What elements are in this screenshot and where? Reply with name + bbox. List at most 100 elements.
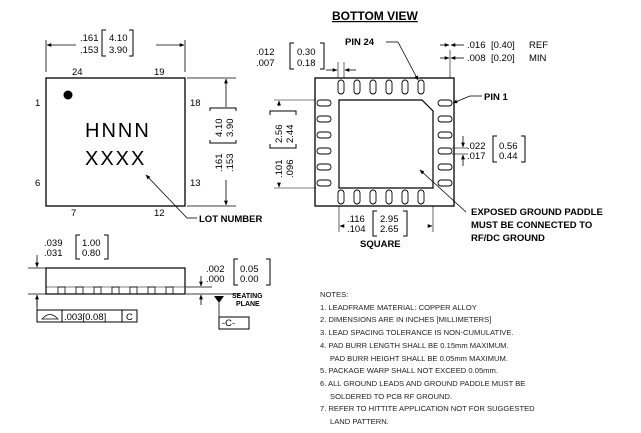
svg-text:.039: .039 bbox=[44, 238, 63, 249]
thickness-dimension: .039 .031 1.00 0.80 bbox=[28, 234, 109, 307]
bottom-view: BOTTOM VIEW bbox=[256, 9, 603, 250]
bottom-view-leads-right bbox=[437, 99, 453, 187]
svg-text:MIN: MIN bbox=[529, 53, 547, 64]
top-pin-7: 7 bbox=[71, 208, 76, 219]
svg-text:.003[0.08]: .003[0.08] bbox=[64, 312, 106, 323]
svg-text:0.05: 0.05 bbox=[240, 264, 259, 275]
svg-text:0.30: 0.30 bbox=[297, 47, 316, 58]
svg-text:2.44: 2.44 bbox=[285, 125, 296, 144]
svg-text:.161: .161 bbox=[214, 154, 225, 173]
marking-line-2: XXXX bbox=[85, 148, 146, 170]
pad-width-dimension: .116 .104 2.95 2.65 SQUARE bbox=[338, 206, 434, 250]
svg-text:.153: .153 bbox=[80, 45, 99, 56]
svg-text:0.18: 0.18 bbox=[297, 58, 316, 69]
top-pin-19: 19 bbox=[154, 67, 165, 78]
svg-text:EXPOSED GROUND PADDLE: EXPOSED GROUND PADDLE bbox=[471, 207, 603, 218]
square-label: SQUARE bbox=[360, 239, 401, 250]
svg-text:.012: .012 bbox=[256, 47, 275, 58]
bottom-view-leads-top bbox=[337, 79, 425, 95]
top-pin-18: 18 bbox=[190, 98, 201, 109]
svg-text:0.80: 0.80 bbox=[82, 248, 101, 259]
svg-text:.101: .101 bbox=[274, 160, 285, 179]
svg-text:.022: .022 bbox=[467, 141, 486, 152]
paddle-callout: EXPOSED GROUND PADDLE MUST BE CONNECTED … bbox=[419, 169, 603, 244]
side-view-leads bbox=[57, 286, 174, 295]
top-pin-1: 1 bbox=[35, 98, 40, 109]
exposed-ground-paddle bbox=[338, 99, 434, 189]
pad-height-dimension: 2.56 2.44 .101 .096 bbox=[269, 99, 316, 189]
svg-text:2.95: 2.95 bbox=[380, 214, 399, 225]
svg-text:C: C bbox=[126, 312, 133, 323]
note-6: 6. ALL GROUND LEADS AND GROUND PADDLE MU… bbox=[320, 378, 526, 388]
bottom-view-package-body bbox=[314, 77, 455, 207]
svg-text:3.90: 3.90 bbox=[109, 45, 128, 56]
top-pin-6: 6 bbox=[35, 178, 40, 189]
svg-text:.161: .161 bbox=[80, 33, 99, 44]
pin1-dot bbox=[63, 90, 73, 100]
svg-text:RF/DC GROUND: RF/DC GROUND bbox=[471, 233, 545, 244]
bottom-view-leads-left bbox=[316, 99, 332, 187]
corner-dimensions: .016 [0.40] REF .008 [0.20] MIN bbox=[440, 40, 548, 78]
svg-text:[0.20]: [0.20] bbox=[491, 53, 515, 64]
top-view-package-body bbox=[45, 77, 186, 207]
bottom-view-leads-bottom bbox=[337, 189, 425, 205]
note-7-cont: LAND PATTERN. bbox=[330, 417, 389, 427]
svg-text:2.56: 2.56 bbox=[274, 125, 285, 144]
side-view: .039 .031 1.00 0.80 .002 .000 0.05 0.00 … bbox=[28, 234, 271, 330]
svg-text:.002: .002 bbox=[206, 264, 225, 275]
svg-text:.017: .017 bbox=[467, 151, 486, 162]
note-1: 1. LEADFRAME MATERIAL: COPPER ALLOY bbox=[320, 302, 477, 312]
datum-c-label: -C- bbox=[222, 318, 235, 329]
svg-text:0.00: 0.00 bbox=[240, 274, 259, 285]
note-6-cont: SOLDERED TO PCB RF GROUND. bbox=[330, 391, 453, 401]
svg-text:.104: .104 bbox=[347, 224, 366, 235]
note-4: 4. PAD BURR LENGTH SHALL BE 0.15mm MAXIM… bbox=[320, 340, 509, 350]
notes-title: NOTES: bbox=[320, 290, 349, 299]
top-height-dimension: 4.10 3.90 .161 .153 bbox=[187, 77, 237, 207]
marking-line-1: HNNN bbox=[85, 120, 151, 142]
svg-text:3.90: 3.90 bbox=[225, 119, 236, 138]
note-3: 3. LEAD SPACING TOLERANCE IS NON-CUMULAT… bbox=[320, 328, 514, 338]
svg-text:PLANE: PLANE bbox=[236, 301, 260, 308]
svg-text:.116: .116 bbox=[347, 214, 365, 225]
top-pin-13: 13 bbox=[190, 178, 201, 189]
svg-text:SEATING: SEATING bbox=[232, 293, 263, 300]
note-4-cont: PAD BURR HEIGHT SHALL BE 0.05mm MAXIMUM. bbox=[330, 353, 508, 363]
standoff-dimension: .002 .000 0.05 0.00 bbox=[186, 258, 271, 305]
pitch-dimension: .022 .017 0.56 0.44 bbox=[452, 135, 526, 166]
svg-text:PIN 24: PIN 24 bbox=[345, 37, 375, 48]
svg-text:PIN 1: PIN 1 bbox=[484, 92, 508, 103]
top-pin-12: 12 bbox=[154, 208, 165, 219]
bottom-view-title: BOTTOM VIEW bbox=[332, 9, 418, 23]
svg-text:.000: .000 bbox=[206, 274, 225, 285]
svg-text:1.00: 1.00 bbox=[82, 238, 101, 249]
top-view: HNNN XXXX 24 19 1 18 6 13 7 12 .161 .153… bbox=[35, 29, 262, 225]
svg-text:REF: REF bbox=[529, 40, 548, 51]
svg-text:0.44: 0.44 bbox=[499, 151, 518, 162]
notes-section: NOTES: 1. LEADFRAME MATERIAL: COPPER ALL… bbox=[320, 289, 630, 429]
svg-text:4.10: 4.10 bbox=[214, 119, 225, 138]
svg-text:.031: .031 bbox=[44, 248, 63, 259]
lot-number-label: LOT NUMBER bbox=[199, 214, 262, 225]
note-7: 7. REFER TO HITTITE APPLICATION NOT FOR … bbox=[320, 404, 535, 414]
svg-text:2.65: 2.65 bbox=[380, 224, 399, 235]
svg-text:[0.40]: [0.40] bbox=[491, 40, 515, 51]
svg-text:.153: .153 bbox=[225, 154, 236, 173]
flatness-tolerance-frame: .003[0.08] C bbox=[36, 300, 138, 323]
lead-width-dimension: .012 .007 0.30 0.18 bbox=[256, 42, 356, 78]
lot-number-callout: LOT NUMBER bbox=[145, 174, 262, 225]
svg-text:.016: .016 bbox=[467, 40, 486, 51]
svg-text:0.56: 0.56 bbox=[499, 141, 518, 152]
top-pin-24: 24 bbox=[72, 67, 83, 78]
top-width-dimension: .161 .153 4.10 3.90 bbox=[45, 29, 186, 72]
svg-text:.007: .007 bbox=[256, 58, 275, 69]
flatness-icon bbox=[41, 314, 59, 320]
note-5: 5. PACKAGE WARP SHALL NOT EXCEED 0.05mm. bbox=[320, 366, 498, 376]
svg-text:.008: .008 bbox=[467, 53, 486, 64]
note-2: 2. DIMENSIONS ARE IN INCHES [MILLIMETERS… bbox=[320, 315, 492, 325]
side-view-body bbox=[45, 267, 186, 295]
svg-text:4.10: 4.10 bbox=[109, 33, 128, 44]
seating-plane: SEATING PLANE -C- bbox=[214, 293, 263, 330]
pin24-callout: PIN 24 bbox=[345, 37, 419, 81]
